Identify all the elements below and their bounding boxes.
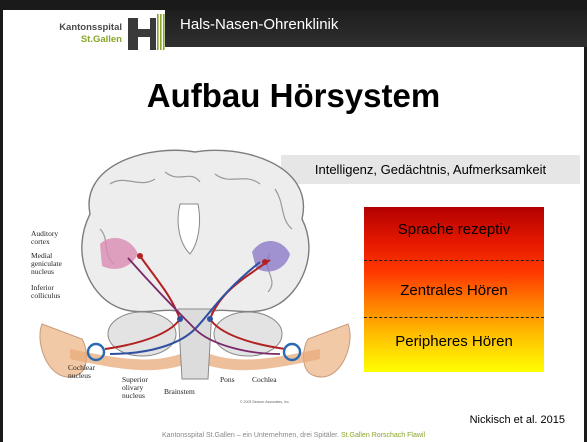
label-cortex: cortex [31,237,50,246]
level-peripheral: Peripheres Hören [364,333,544,350]
label-cochlea: Cochlea [252,375,277,384]
level-language: Sprache rezeptiv [364,221,544,238]
label-nucleus-son: nucleus [122,391,145,400]
slide-title: Aufbau Hörsystem [0,76,587,116]
nucleus-dot [262,259,268,265]
label-copyright: © 2003 Sinauer Associates, Inc. [240,400,290,404]
logo-line-1: Kantonsspital [54,22,122,34]
label-colliculus: colliculus [31,291,60,300]
footer: Kantonsspital St.Gallen – ein Unternehme… [0,432,587,439]
brainstem-shape [178,309,212,379]
footer-text: Kantonsspital St.Gallen – ein Unternehme… [162,432,341,439]
citation: Nickisch et al. 2015 [415,414,565,426]
label-brainstem: Brainstem [164,387,195,396]
hospital-logo-icon [126,12,166,52]
hearing-levels-panel: Sprache rezeptiv Zentrales Hören Periphe… [364,207,544,372]
right-ear-shape [304,324,351,377]
hospital-logo-text: Kantonsspital St.Gallen [54,22,122,46]
level-central: Zentrales Hören [364,282,544,299]
level-divider [364,317,544,318]
nucleus-dot [207,316,213,322]
nucleus-dot [177,316,183,322]
label-nucleus-mgn: nucleus [31,267,54,276]
auditory-pathway-illustration: Auditory cortex Medial geniculate nucleu… [30,144,360,406]
level-divider [364,260,544,261]
cerebellum-right [214,312,282,356]
nucleus-dot [137,253,143,259]
cerebellum-left [108,312,176,356]
label-pons: Pons [220,375,235,384]
label-nucleus-cn: nucleus [68,371,91,380]
top-frame [0,0,587,10]
left-frame [0,0,3,442]
clinic-name: Hals-Nasen-Ohrenklinik [180,13,480,37]
footer-sites: St.Gallen Rorschach Flawil [341,432,425,439]
logo-line-2: St.Gallen [54,34,122,46]
